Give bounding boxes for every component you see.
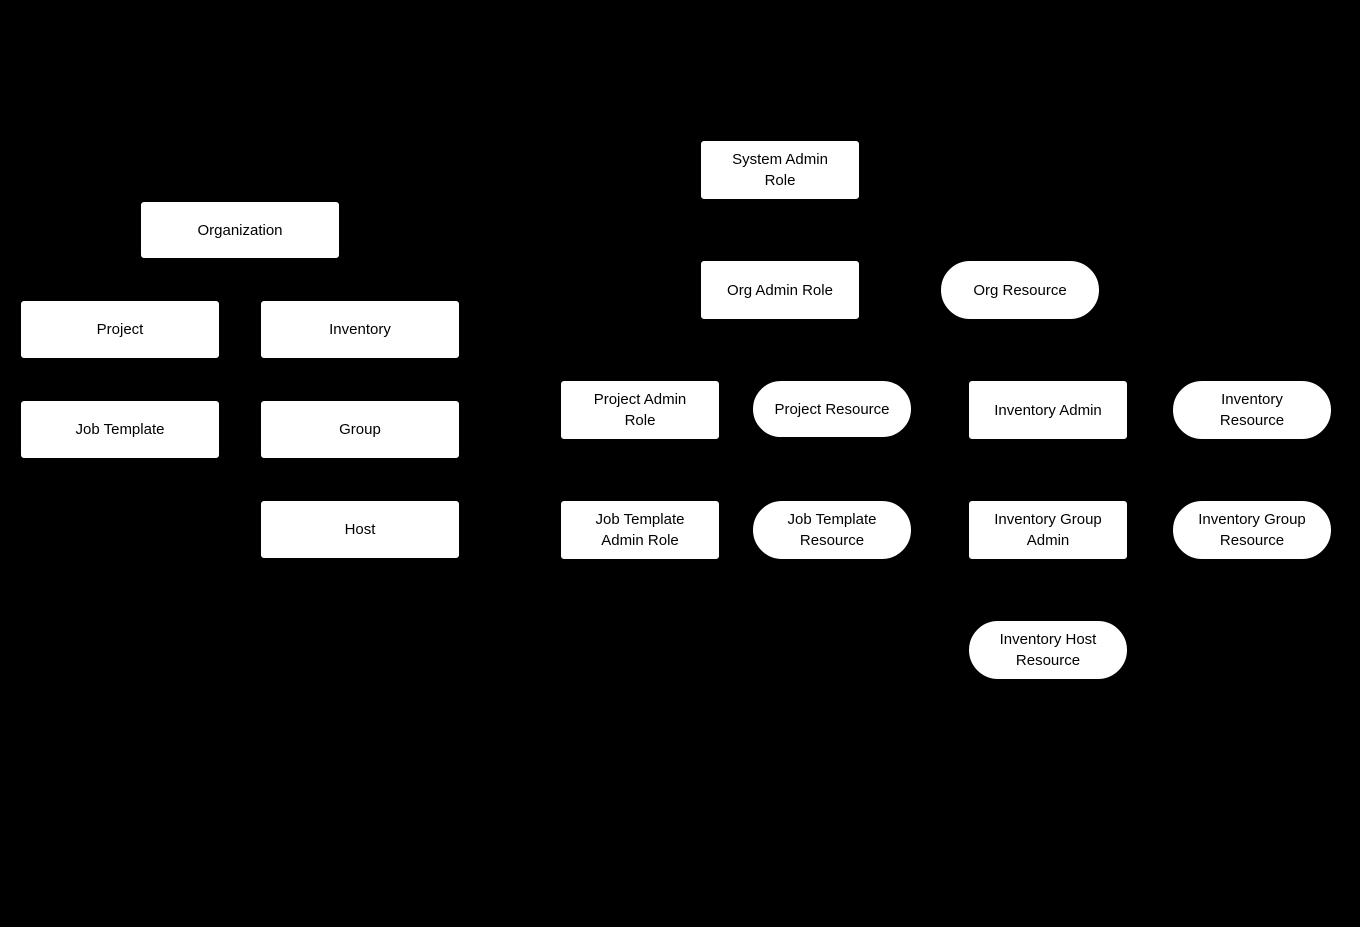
node-group: Group [261, 401, 459, 458]
node-inventory-resource: Inventory Resource [1173, 381, 1331, 439]
node-inventory-group-resource: Inventory Group Resource [1173, 501, 1331, 559]
node-inventory: Inventory [261, 301, 459, 358]
node-host: Host [261, 501, 459, 558]
node-job-template-admin-role: Job Template Admin Role [561, 501, 719, 559]
node-inventory-group-admin: Inventory Group Admin [969, 501, 1127, 559]
node-org-resource: Org Resource [941, 261, 1099, 319]
node-job-template: Job Template [21, 401, 219, 458]
node-project-admin-role: Project Admin Role [561, 381, 719, 439]
node-project: Project [21, 301, 219, 358]
node-organization: Organization [141, 202, 339, 258]
node-system-admin-role: System Admin Role [701, 141, 859, 199]
node-project-resource: Project Resource [753, 381, 911, 437]
node-job-template-resource: Job Template Resource [753, 501, 911, 559]
node-inventory-admin: Inventory Admin [969, 381, 1127, 439]
node-inventory-host-resource: Inventory Host Resource [969, 621, 1127, 679]
node-org-admin-role: Org Admin Role [701, 261, 859, 319]
